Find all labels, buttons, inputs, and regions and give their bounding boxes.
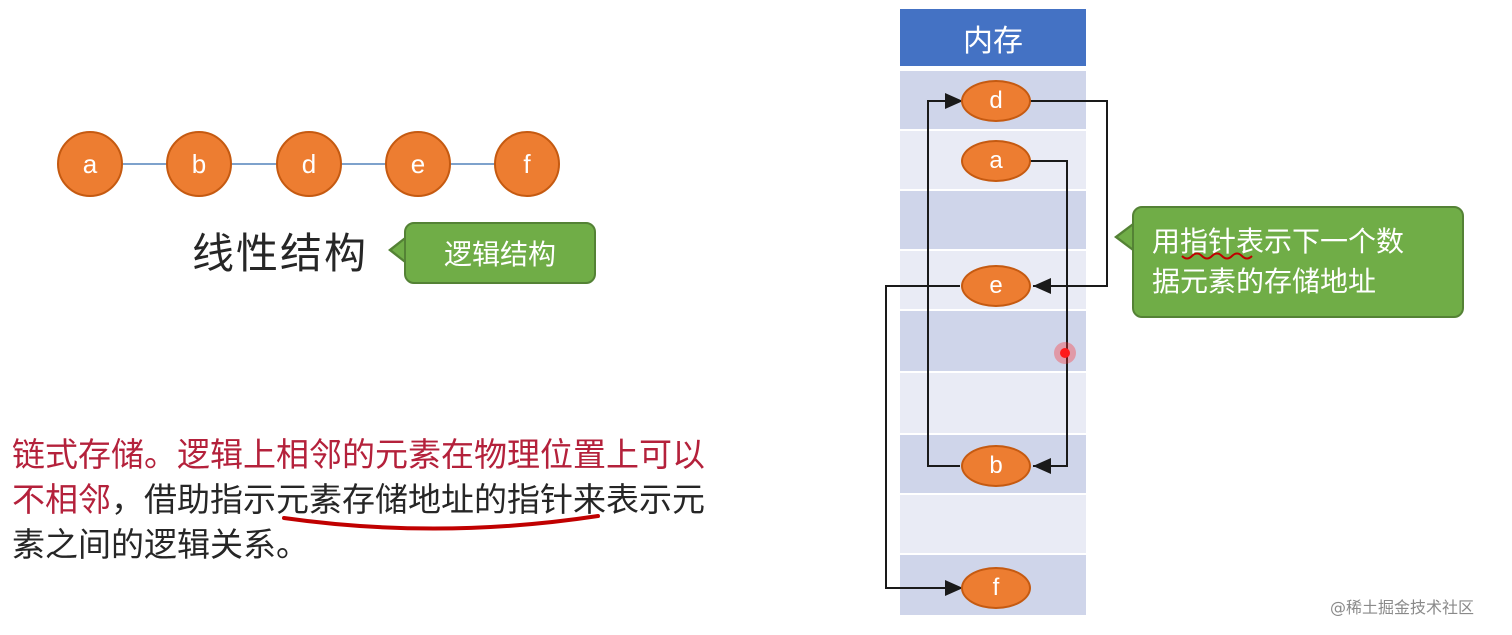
linear-node-f: f — [494, 131, 560, 197]
watermark: @稀土掘金技术社区 — [1330, 598, 1475, 617]
description-line3: 素之间的逻辑关系。 — [12, 525, 309, 564]
memory-node-e: e — [961, 265, 1031, 307]
memory-node-f: f — [961, 567, 1031, 609]
description-line2-red: 不相邻 — [12, 480, 111, 519]
memory-cell — [900, 311, 1086, 371]
description-line2: ，借助指示元素存储地址的指针来表示元 — [111, 480, 705, 519]
memory-node-d: d — [961, 80, 1031, 122]
memory-cell — [900, 191, 1086, 249]
logic-callout-tail-fill — [392, 238, 407, 262]
memory-node-b: b — [961, 445, 1031, 487]
memory-header: 内存 — [900, 9, 1086, 66]
description-paragraph: 链式存储。逻辑上相邻的元素在物理位置上可以 不相邻，借助指示元素存储地址的指针来… — [12, 432, 742, 567]
linear-node-e: e — [385, 131, 451, 197]
logic-structure-callout: 逻辑结构 — [404, 222, 596, 284]
pointer-callout: 用指针表示下一个数 据元素的存储地址 — [1132, 206, 1464, 318]
memory-node-a: a — [961, 140, 1031, 182]
linear-node-b: b — [166, 131, 232, 197]
pointer-callout-line1: 用指针表示下一个数 — [1152, 225, 1405, 258]
memory-cell — [900, 373, 1086, 433]
memory-cell — [900, 495, 1086, 553]
linear-node-a: a — [57, 131, 123, 197]
linear-structure-title: 线性结构 — [192, 229, 369, 278]
pointer-callout-line2: 据元素的存储地址 — [1152, 265, 1377, 298]
linear-node-d: d — [276, 131, 342, 197]
pointer-callout-tail-fill — [1118, 224, 1135, 250]
description-line1: 链式存储。逻辑上相邻的元素在物理位置上可以 — [12, 435, 705, 474]
